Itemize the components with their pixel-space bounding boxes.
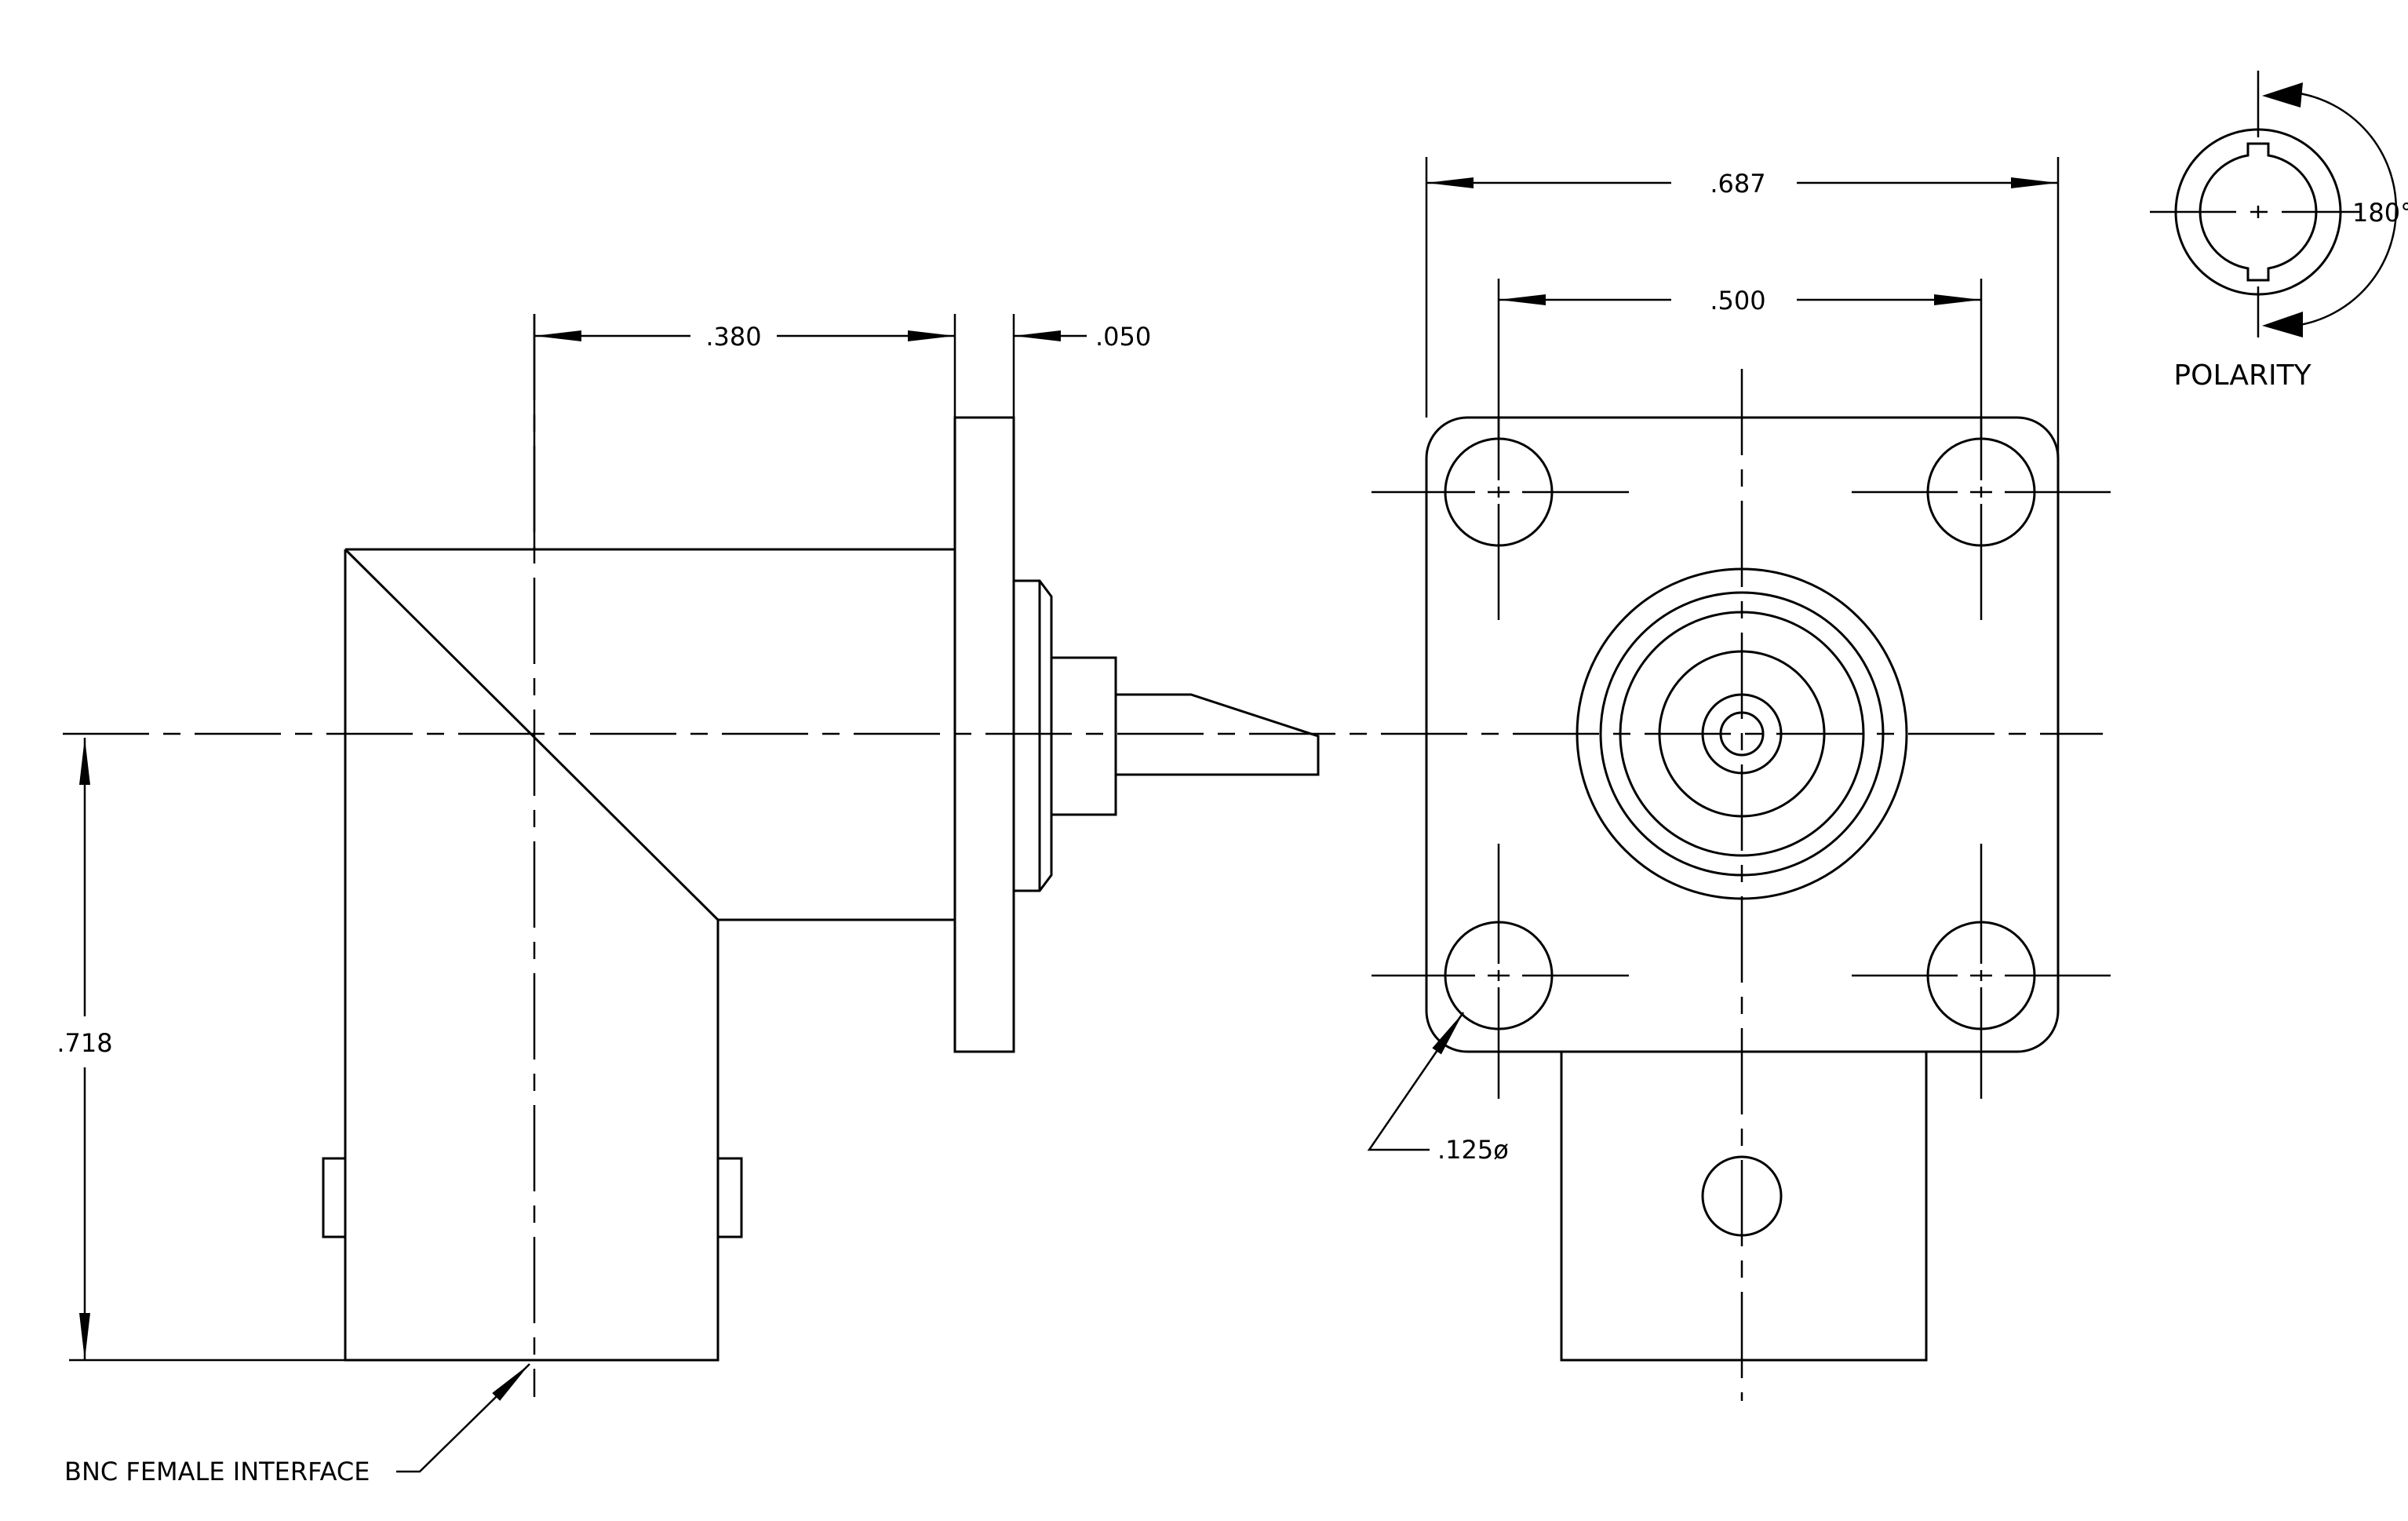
right-nub [716, 1157, 743, 1238]
side-view: .380 .050 .718 BNC FEMALE INTERFACE [56, 314, 2103, 1486]
dim-500-label: .500 [1710, 286, 1765, 316]
polarity-label: POLARITY [2173, 359, 2311, 392]
dim-718-label: .718 [56, 1028, 112, 1058]
dim-050-label: .050 [1095, 322, 1151, 352]
flange-nose [1014, 579, 1053, 892]
dim-125-label: .125ø [1437, 1135, 1509, 1165]
polarity-keyed-ring [2199, 142, 2318, 282]
dim-687-label: .687 [1710, 169, 1765, 199]
dim-380-label: .380 [705, 322, 761, 352]
interface-label: BNC FEMALE INTERFACE [64, 1457, 370, 1486]
polarity-symbol: 180° POLARITY [2150, 71, 2408, 392]
polarity-rotation-arc [2294, 91, 2398, 327]
left-nub [322, 1157, 347, 1238]
front-view: .687 .500 .125ø [1367, 157, 2111, 1401]
contact-pin [1116, 693, 1320, 776]
lower-block [1560, 1052, 1928, 1362]
elbow-body-outline [344, 548, 956, 1362]
polarity-angle-label: 180° [2352, 198, 2408, 228]
nose-step [1050, 656, 1117, 816]
